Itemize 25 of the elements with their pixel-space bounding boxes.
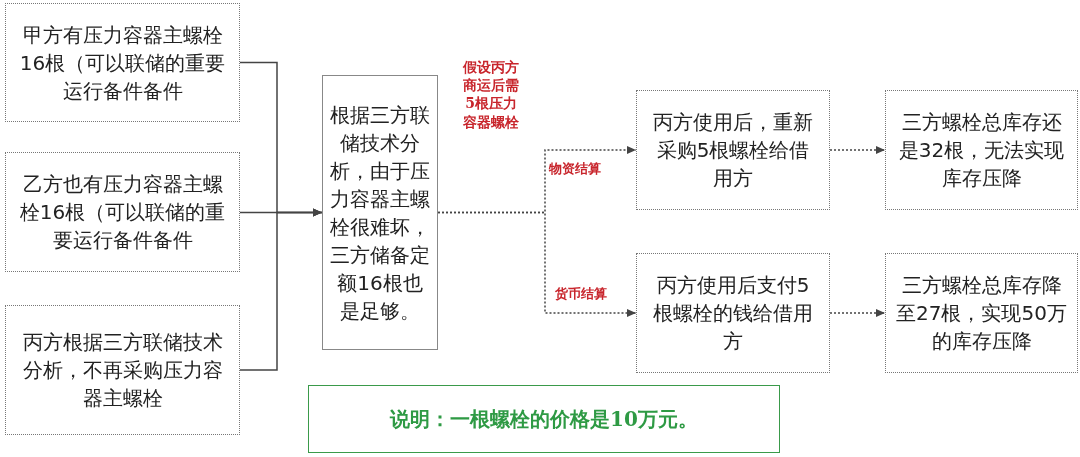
arrow <box>829 146 886 154</box>
note-text: 假设丙方商运后需5根压力容器螺栓 <box>462 58 520 131</box>
process-box <box>5 152 240 272</box>
process-box <box>885 90 1078 210</box>
process-box <box>885 253 1078 373</box>
arrow <box>829 309 886 317</box>
process-box <box>636 253 830 373</box>
node-text: 丙方根据三方联储技术分析，不再采购压力容器主螺栓 <box>21 329 224 412</box>
process-box <box>5 3 240 122</box>
node-text: 丙方使用后，重新采购5根螺栓给借用方 <box>652 109 814 192</box>
edge-label: 物资结算 <box>549 160 601 178</box>
process-box <box>322 75 438 350</box>
node-text: 根据三方联储技术分析，由于压力容器主螺栓很难坏，三方储备定额16根也是足够。 <box>329 101 431 325</box>
note-text: 说明：一根螺栓的价格是10万元。 <box>390 406 698 433</box>
arrow <box>437 211 637 317</box>
node-text: 甲方有压力容器主螺栓16根（可以联储的重要运行备件备件 <box>18 21 227 105</box>
process-box <box>636 90 830 210</box>
edge-label: 货币结算 <box>555 285 607 303</box>
arrow <box>239 208 323 371</box>
node-text: 丙方使用后支付5根螺栓的钱给借用方 <box>652 272 814 355</box>
node-text: 三方螺栓总库存还是32根，无法实现库存压降 <box>897 109 1066 192</box>
note-box <box>308 385 780 453</box>
node-text: 三方螺栓总库存降至27根，实现50万的库存压降 <box>896 272 1067 355</box>
node-text: 乙方也有压力容器主螺栓16根（可以联储的重要运行备件备件 <box>18 171 227 254</box>
process-box <box>5 305 240 435</box>
